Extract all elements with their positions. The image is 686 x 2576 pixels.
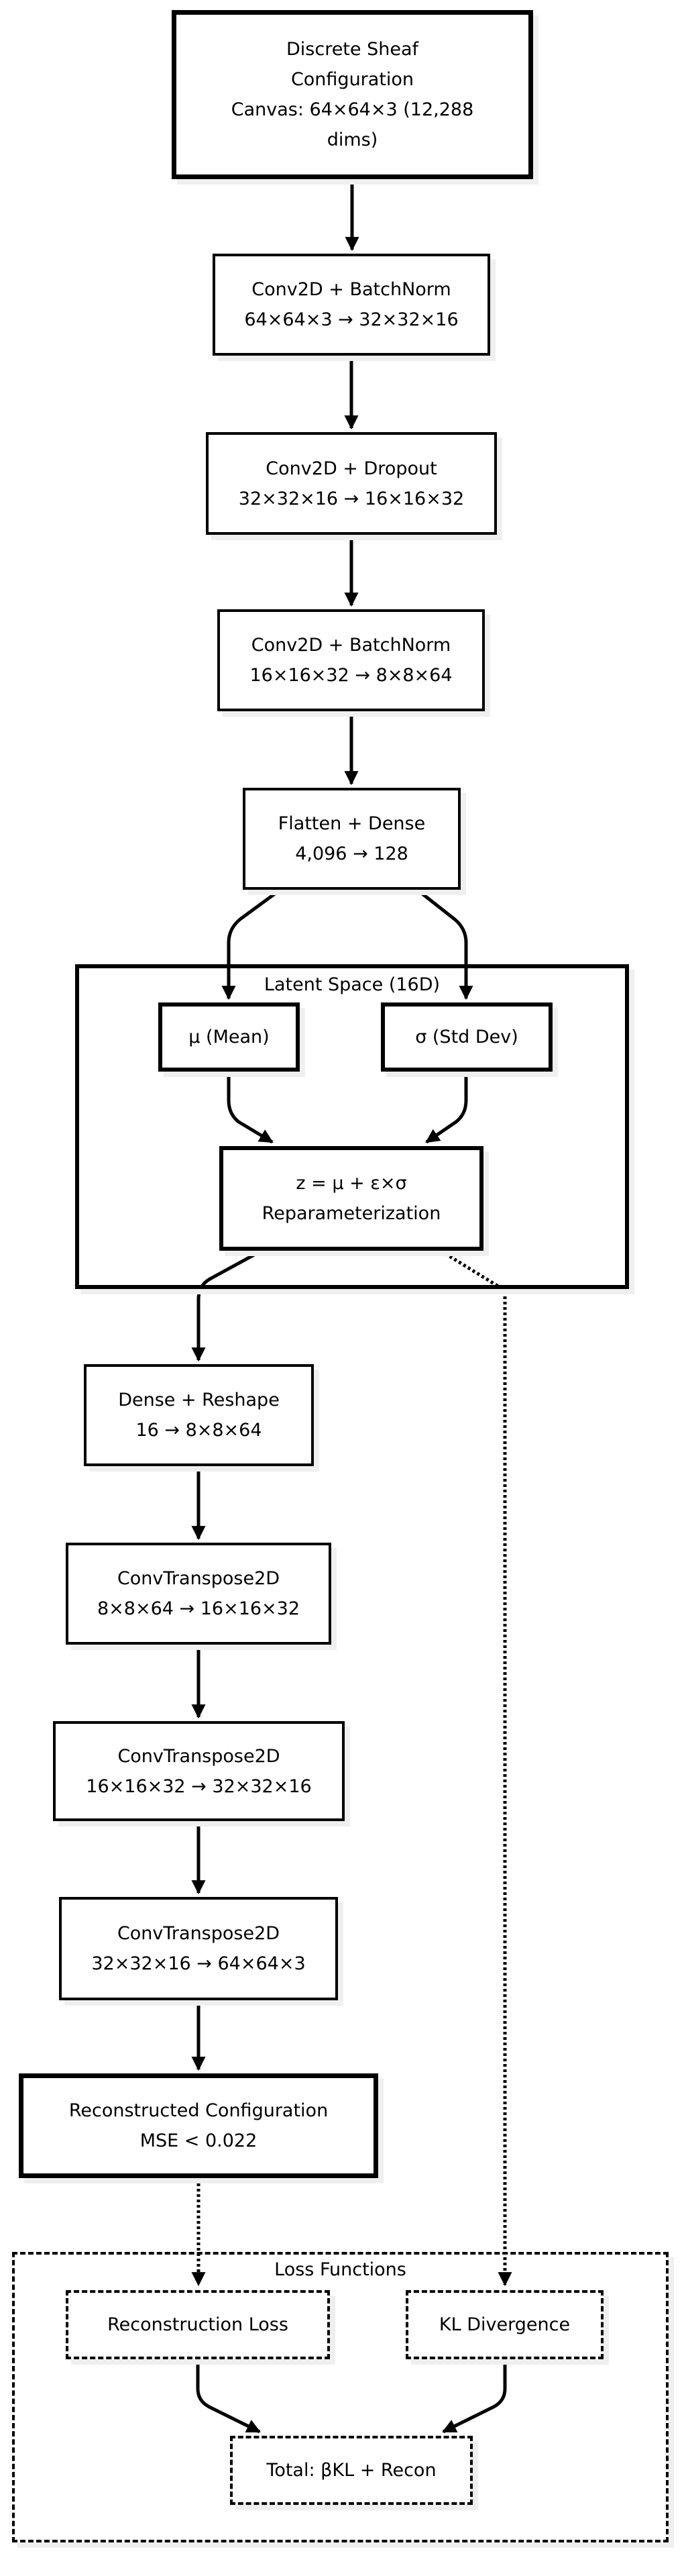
node-text: KL Divergence [439,2314,571,2335]
node-text: ConvTranspose2D [117,1923,280,1944]
node-text: 8×8×64 → 16×16×32 [97,1598,300,1619]
decoder-convt3-node[interactable]: ConvTranspose2D 32×32×16 → 64×64×3 [59,1897,338,2000]
reparameterization-node[interactable]: z = μ + ε×σ Reparameterization [219,1146,483,1251]
reconstruction-loss-node[interactable]: Reconstruction Loss [66,2290,330,2359]
node-text: μ (Mean) [188,1027,270,1047]
node-text: Reconstruction Loss [107,2314,288,2335]
latent-space-label: Latent Space (16D) [264,974,441,995]
loss-functions-label: Loss Functions [274,2259,406,2280]
node-text: ConvTranspose2D [117,1745,280,1767]
node-text: Canvas: 64×64×3 (12,288 [231,99,474,120]
node-text: 32×32×16 → 64×64×3 [91,1953,306,1974]
decoder-convt1-node[interactable]: ConvTranspose2D 8×8×64 → 16×16×32 [66,1543,331,1645]
edge-reparam-kl [439,1249,512,2287]
node-text: Conv2D + Dropout [266,458,437,479]
node-text: z = μ + ε×σ [296,1173,407,1194]
total-loss-node[interactable]: Total: βKL + Recon [230,2436,473,2505]
node-text: ConvTranspose2D [117,1568,280,1589]
node-text: 32×32×16 → 16×16×32 [238,488,465,509]
node-text: 64×64×3 → 32×32×16 [244,309,459,330]
node-text: dims) [327,130,378,150]
encoder-conv2-node[interactable]: Conv2D + Dropout 32×32×16 → 16×16×32 [206,432,497,535]
mu-node[interactable]: μ (Mean) [158,1002,300,1072]
latent-space-group: Latent Space (16D) [75,964,629,1289]
node-text: 16×16×32 → 32×32×16 [86,1775,312,1797]
node-text: 4,096 → 128 [295,843,408,864]
node-text: Reconstructed Configuration [68,2100,329,2121]
dense-reshape-node[interactable]: Dense + Reshape 16 → 8×8×64 [84,1364,314,1466]
node-text: 16 → 8×8×64 [135,1420,262,1441]
node-text: Conv2D + BatchNorm [251,279,451,300]
node-text: σ (Std Dev) [415,1027,518,1047]
node-text: MSE < 0.022 [139,2130,258,2151]
node-text: Flatten + Dense [278,813,426,834]
node-text: Conv2D + BatchNorm [251,635,451,656]
node-text: Total: βKL + Recon [266,2460,437,2481]
reconstructed-config-node[interactable]: Reconstructed Configuration MSE < 0.022 [19,2073,378,2178]
node-text: Reparameterization [262,1203,441,1224]
node-text: Discrete Sheaf [286,39,418,60]
encoder-conv1-node[interactable]: Conv2D + BatchNorm 64×64×3 → 32×32×16 [213,254,490,356]
decoder-convt2-node[interactable]: ConvTranspose2D 16×16×32 → 32×32×16 [53,1721,345,1821]
kl-divergence-node[interactable]: KL Divergence [406,2290,604,2359]
node-text: Configuration [290,69,414,90]
node-text: 16×16×32 → 8×8×64 [249,665,453,686]
flatten-dense-node[interactable]: Flatten + Dense 4,096 → 128 [243,788,461,890]
encoder-conv3-node[interactable]: Conv2D + BatchNorm 16×16×32 → 8×8×64 [217,609,485,711]
loss-functions-group: Loss Functions [12,2252,669,2542]
sigma-node[interactable]: σ (Std Dev) [381,1002,553,1072]
input-node[interactable]: Discrete Sheaf Configuration Canvas: 64×… [172,10,533,179]
node-text: Dense + Reshape [118,1390,280,1410]
